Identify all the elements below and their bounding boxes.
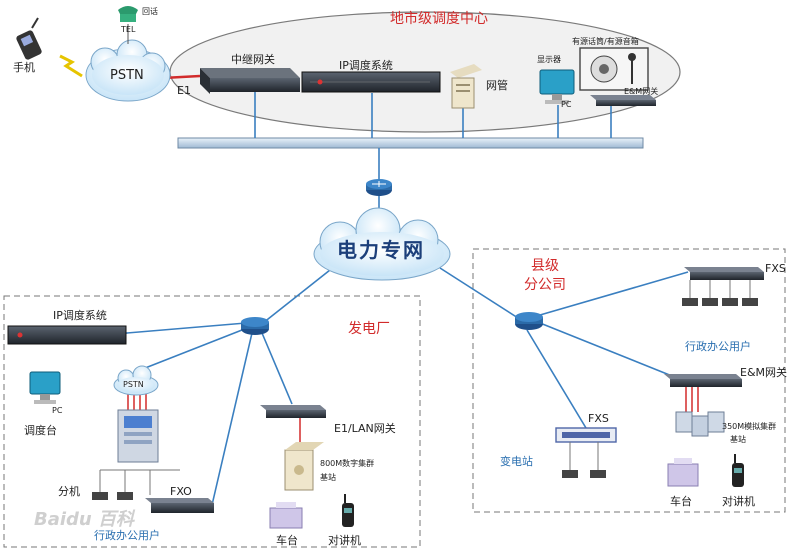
e1-lan-gateway xyxy=(260,405,326,418)
center-em-gateway-label: E&M网关 xyxy=(624,87,659,96)
plant-vehicle-label: 车台 xyxy=(276,534,298,547)
bs800-line2: 基站 xyxy=(320,473,336,482)
plant-pstn-label: PSTN xyxy=(123,380,144,389)
display-label: 显示器 xyxy=(537,55,561,64)
audio-device-label: 有源话筒/有源音箱 xyxy=(572,37,639,46)
e1-lan-label: E1/LAN网关 xyxy=(334,422,396,435)
plant-router-icon xyxy=(241,317,269,335)
plant-zone xyxy=(3,295,421,548)
fxo-label: FXO xyxy=(170,485,192,498)
top-pstn-cloud xyxy=(85,39,171,102)
county-title-line1: 县级 xyxy=(531,258,559,274)
phone-label: 手机 xyxy=(13,61,35,74)
core-network-label: 电力专网 xyxy=(337,238,425,262)
substation-fxs-gateway xyxy=(555,427,617,478)
substation-label: 变电站 xyxy=(500,455,533,468)
plant-admin-users-label: 行政办公用户 xyxy=(94,529,160,542)
substation-fxs-label: FXS xyxy=(588,412,609,425)
netmgmt-label: 网管 xyxy=(486,79,508,92)
relay-gateway-device xyxy=(200,68,300,94)
county-walkie-talkie xyxy=(732,454,744,487)
bus-links xyxy=(114,90,689,506)
e1-label: E1 xyxy=(177,84,191,97)
display-pc-icon xyxy=(539,69,575,104)
plant-vehicle-radio xyxy=(269,502,303,529)
ip-dispatch-server xyxy=(301,71,441,93)
plant-title: 发电厂 xyxy=(348,321,390,337)
county-vehicle-label: 车台 xyxy=(670,495,692,508)
tel-label: TEL xyxy=(121,25,136,34)
network-manager-pc xyxy=(450,64,482,109)
telephone-icon xyxy=(118,6,138,44)
dispatch-center-title: 地市级调度中心 xyxy=(390,11,488,27)
bs350-line1: 350M模拟集群 xyxy=(722,422,777,431)
pbx-cabinet xyxy=(117,409,159,463)
ip-dispatch-label: IP调度系统 xyxy=(339,59,393,72)
watermark: Baidu 百科 xyxy=(34,509,135,530)
county-title-line2: 分公司 xyxy=(524,277,566,293)
county-router-icon xyxy=(515,312,543,330)
county-zone xyxy=(472,248,786,513)
mobile-phone-icon xyxy=(16,17,42,60)
bs800-line1: 800M数字集群 xyxy=(320,459,375,468)
county-em-gateway xyxy=(664,374,742,387)
em-gateway-center xyxy=(590,95,656,106)
county-em-gateway-label: E&M网关 xyxy=(740,366,788,379)
plant-pstn-cloud xyxy=(113,365,159,396)
dispatch-console-pc xyxy=(29,371,61,404)
core-router-icon xyxy=(366,179,392,196)
core-network-cloud xyxy=(313,207,451,281)
relay-gateway-label: 中继网关 xyxy=(231,53,275,66)
plant-walkie-talkie xyxy=(342,494,354,527)
wireless-bolt-icon xyxy=(59,54,83,78)
dispatch-console-label: 调度台 xyxy=(24,424,57,437)
county-walkie-label: 对讲机 xyxy=(722,495,755,508)
base-station-800m xyxy=(284,442,324,491)
county-vehicle-radio xyxy=(667,458,699,487)
ext-label: 分机 xyxy=(58,485,80,498)
top-pstn-label: PSTN xyxy=(110,68,144,83)
center-pc-label: PC xyxy=(561,100,572,109)
bs350-line2: 基站 xyxy=(730,435,746,444)
audio-device-panel xyxy=(579,47,649,91)
county-fxs-gateway xyxy=(682,267,764,306)
base-station-350m xyxy=(675,411,725,437)
plant-pc-label: PC xyxy=(52,406,63,415)
plant-ip-dispatch-server xyxy=(7,325,127,345)
plant-ip-dispatch-label: IP调度系统 xyxy=(53,309,107,322)
plant-walkie-label: 对讲机 xyxy=(328,534,361,547)
extension-phones xyxy=(92,469,180,500)
fxo-gateway xyxy=(145,498,214,513)
county-admin-users-label: 行政办公用户 xyxy=(685,340,751,353)
county-fxs-top-label: FXS xyxy=(765,262,786,275)
backbone-bus xyxy=(177,137,644,149)
phone-alt-label: 回话 xyxy=(142,7,158,16)
